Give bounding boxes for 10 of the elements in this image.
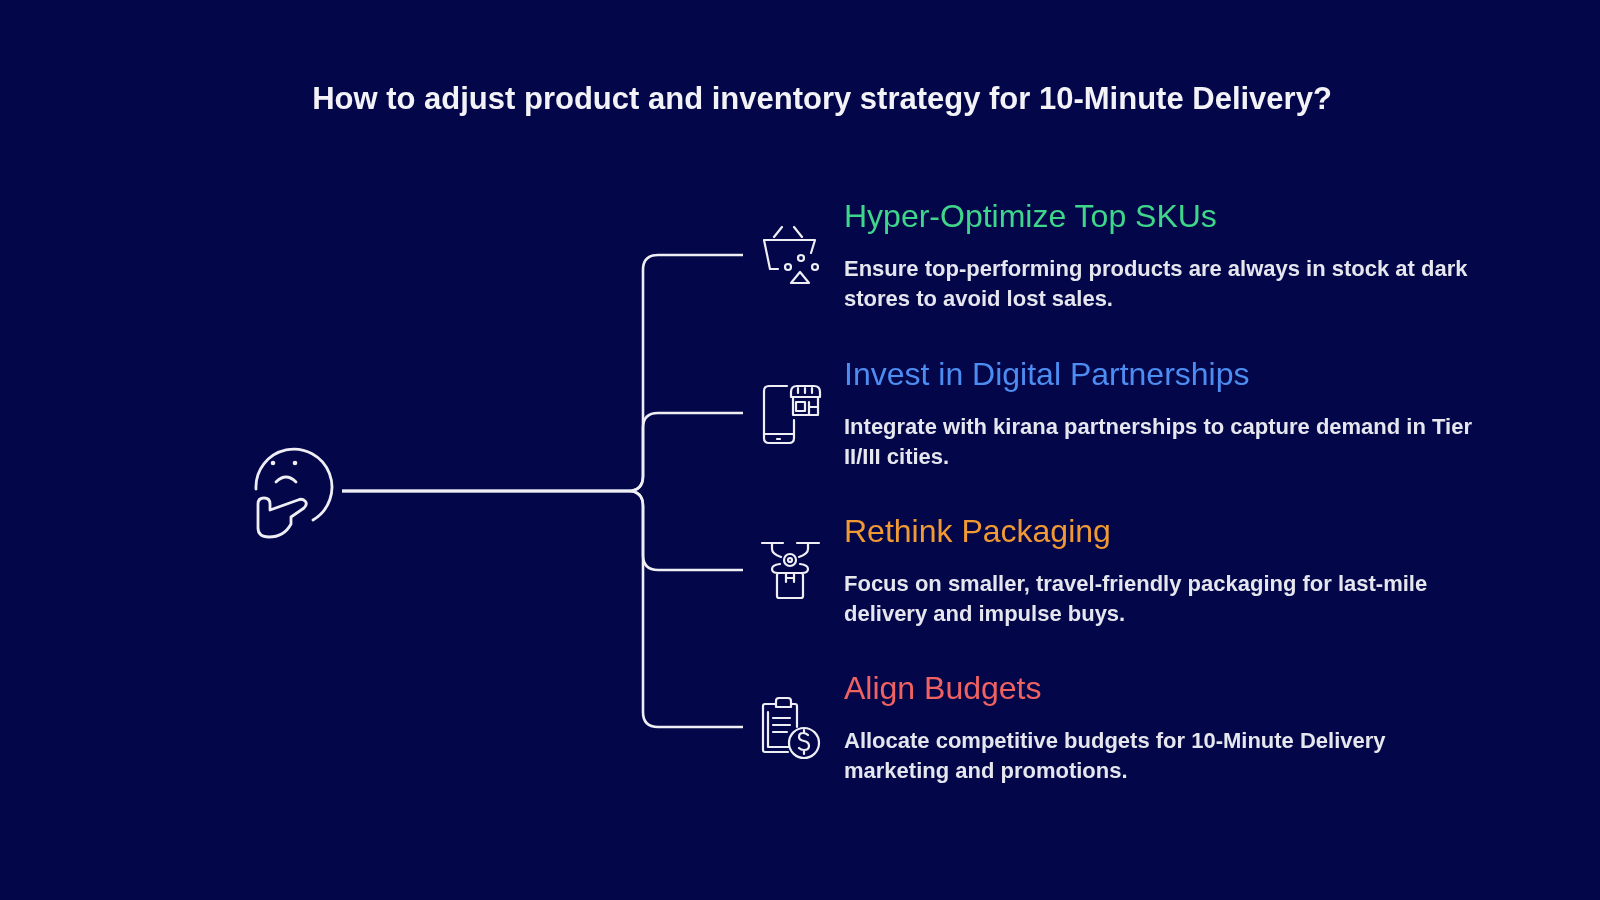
item-description: Allocate competitive budgets for 10-Minute Delivery marketing and promotions. — [844, 727, 1387, 785]
item-description: Integrate with kirana partnerships to capture demand in Tier II/III cities. — [844, 413, 1473, 471]
item-heading: Align Budgets — [844, 669, 1042, 707]
item-heading: Rethink Packaging — [844, 512, 1111, 550]
item-heading: Invest in Digital Partnerships — [844, 355, 1250, 393]
diagram-title: How to adjust product and inventory strategy for 10-Minute Delivery? — [312, 81, 1332, 116]
item-description: Ensure top-performing products are always in stock at dark stores to avoid lost sales. — [844, 255, 1469, 313]
item-heading: Hyper-Optimize Top SKUs — [844, 197, 1217, 235]
item-description: Focus on smaller, travel-friendly packaging for last-mile delivery and impulse buys. — [844, 570, 1429, 628]
branch-connector — [342, 489, 743, 729]
